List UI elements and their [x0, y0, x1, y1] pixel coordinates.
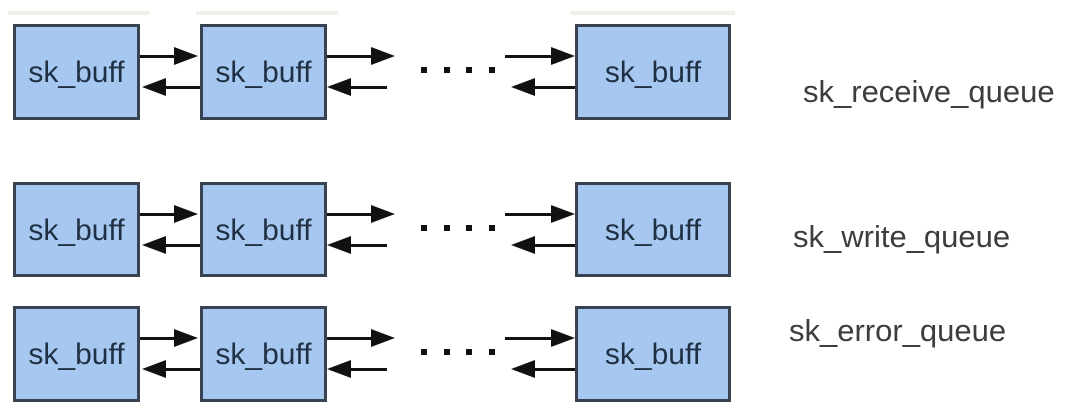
sk-buff-box-label: sk_buff: [604, 56, 702, 89]
sk-buff-box-label: sk_buff: [28, 338, 125, 371]
ellipsis-dot: [444, 225, 450, 231]
arrow-right-icon: [551, 205, 575, 223]
prev-pointer-line: [166, 368, 200, 371]
arrow-left-icon: [511, 236, 535, 254]
sk-buff-box: sk_buff: [200, 306, 327, 402]
sk-buff-box-label: sk_buff: [215, 338, 312, 371]
sk-buff-box-label: sk_buff: [604, 213, 702, 247]
sk-buff-box: sk_buff: [200, 182, 327, 277]
arrow-left-icon: [327, 360, 351, 378]
ellipsis-dot: [489, 225, 495, 231]
arrow-right-icon: [174, 205, 198, 223]
sk-buff-box: sk_buff: [13, 182, 140, 277]
sk-buff-box-label: sk_buff: [28, 213, 125, 247]
next-pointer-line: [140, 213, 176, 216]
arrow-right-icon: [371, 47, 395, 65]
ellipsis-dot: [489, 67, 495, 73]
sk-buff-box-label: sk_buff: [215, 56, 312, 89]
ellipsis-dot: [421, 349, 427, 355]
arrow-left-icon: [327, 236, 351, 254]
sk-buff-box: sk_buff: [13, 306, 140, 402]
sk-buff-box: sk_buff: [575, 182, 731, 277]
arrow-right-icon: [371, 329, 395, 347]
next-pointer-line: [327, 55, 371, 58]
arrow-right-icon: [371, 205, 395, 223]
next-pointer-line: [327, 337, 371, 340]
prev-pointer-line: [535, 244, 575, 247]
sk-buff-box-label: sk_buff: [215, 213, 312, 247]
ellipsis-dot: [489, 349, 495, 355]
prev-pointer-line: [535, 86, 575, 89]
ellipsis-dot: [466, 349, 472, 355]
sk-buff-box: sk_buff: [13, 24, 140, 120]
next-pointer-line: [327, 213, 371, 216]
sk-buff-box: sk_buff: [575, 306, 731, 402]
sk-buff-box-label: sk_buff: [28, 56, 125, 89]
queue-label-error: sk_error_queue: [789, 313, 1007, 348]
next-pointer-line: [505, 213, 551, 216]
arrow-right-icon: [551, 329, 575, 347]
arrow-left-icon: [142, 360, 166, 378]
prev-pointer-line: [166, 86, 200, 89]
cropped-artifact: [196, 11, 338, 15]
next-pointer-line: [140, 55, 176, 58]
sk-buff-box-label: sk_buff: [604, 338, 702, 371]
ellipsis-dot: [421, 67, 427, 73]
ellipsis-dot: [466, 225, 472, 231]
queue-label-write: sk_write_queue: [793, 219, 1011, 254]
sk-buff-box: sk_buff: [200, 24, 327, 120]
next-pointer-line: [140, 337, 176, 340]
next-pointer-line: [505, 55, 551, 58]
prev-pointer-line: [351, 86, 387, 89]
arrow-left-icon: [511, 360, 535, 378]
queue-row-receive: sk_buff sk_buff sk_buff: [0, 24, 1082, 120]
cropped-artifact: [570, 11, 735, 15]
prev-pointer-line: [351, 244, 387, 247]
arrow-right-icon: [174, 47, 198, 65]
sk-buff-box: sk_buff: [575, 24, 731, 120]
prev-pointer-line: [351, 368, 387, 371]
ellipsis-dot: [466, 67, 472, 73]
arrow-left-icon: [511, 78, 535, 96]
ellipsis-dot: [444, 67, 450, 73]
arrow-left-icon: [327, 78, 351, 96]
arrow-right-icon: [551, 47, 575, 65]
prev-pointer-line: [166, 244, 200, 247]
arrow-right-icon: [174, 329, 198, 347]
ellipsis-dot: [444, 349, 450, 355]
ellipsis-dot: [421, 225, 427, 231]
prev-pointer-line: [535, 368, 575, 371]
cropped-artifact: [8, 11, 150, 15]
queue-row-write: sk_buff sk_buff sk_buff: [0, 182, 1082, 277]
queue-label-receive: sk_receive_queue: [803, 74, 1055, 109]
arrow-left-icon: [142, 236, 166, 254]
next-pointer-line: [505, 337, 551, 340]
arrow-left-icon: [142, 78, 166, 96]
queue-row-error: sk_buff sk_buff sk_buff: [0, 306, 1082, 402]
